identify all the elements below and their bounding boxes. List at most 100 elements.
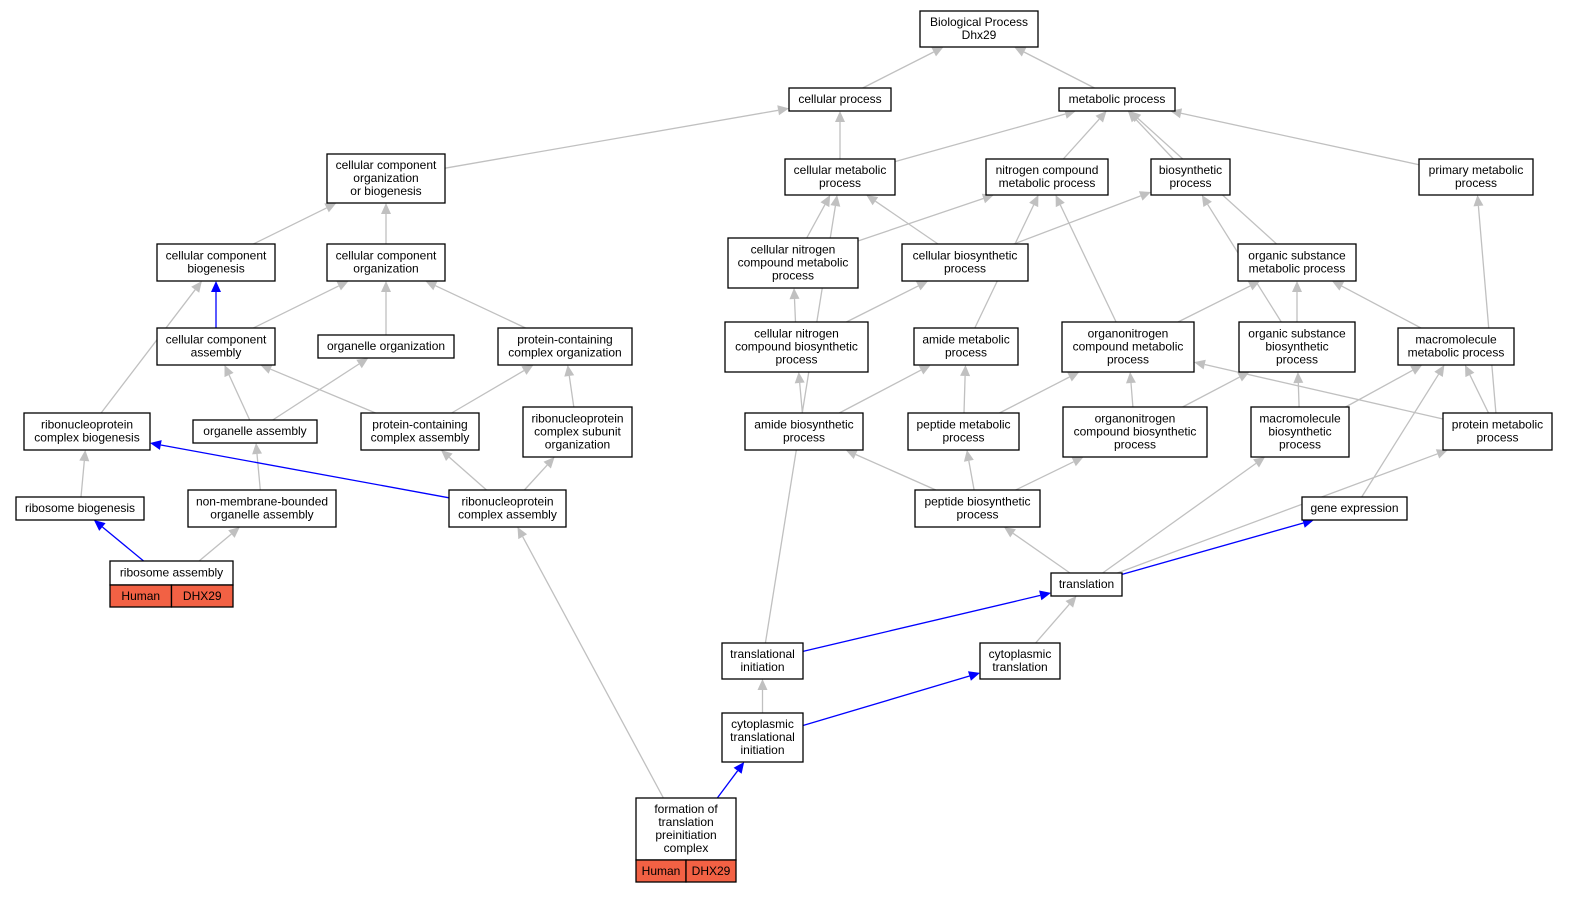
edge-pepbp-to-ocbp: [1015, 457, 1084, 491]
node-box: [727, 237, 859, 289]
edge-nmboa-to-oa: [252, 443, 262, 491]
node-label: process: [942, 431, 984, 445]
node-box: [1397, 327, 1515, 366]
go-term-node-ge[interactable]: gene expression: [1301, 496, 1408, 521]
arrowhead: [1332, 281, 1345, 291]
node-box: [326, 243, 446, 282]
edge-translation-to-mbp: [1102, 457, 1265, 574]
arrowhead: [789, 288, 800, 300]
arrowhead: [79, 450, 90, 462]
arrowhead: [1126, 372, 1136, 384]
node-label: metabolic process: [1249, 262, 1346, 276]
node-label: initiation: [740, 743, 784, 757]
go-term-node-oo[interactable]: organelle organization: [317, 334, 455, 359]
arrowhead: [336, 281, 349, 291]
node-label: complex assembly: [371, 431, 470, 445]
arrowhead: [1095, 111, 1107, 123]
node-label: metabolic process: [1069, 92, 1166, 106]
node-box: [1050, 572, 1123, 597]
node-label: cellular process: [798, 92, 881, 106]
go-term-node-translation[interactable]: translation: [1050, 572, 1123, 597]
node-box: [913, 327, 1019, 366]
node-label: preinitiation: [655, 828, 716, 842]
node-box: [724, 321, 869, 373]
arrowhead: [830, 195, 841, 207]
node-label: biogenesis: [187, 262, 244, 276]
go-term-node-ftpc[interactable]: formation oftranslationpreinitiationcomp…: [635, 797, 737, 883]
arrowhead: [1410, 365, 1423, 375]
node-label: process: [944, 262, 986, 276]
node-box: [901, 243, 1029, 282]
edge-ra-to-rbgen: [93, 520, 145, 562]
node-label: cellular metabolic: [794, 163, 887, 177]
node-label: complex subunit: [534, 425, 621, 439]
node-label: cellular component: [336, 158, 437, 172]
node-box: [497, 327, 633, 366]
node-label: cellular nitrogen: [751, 243, 836, 257]
edge-ge-to-mmp: [1361, 365, 1445, 498]
node-label: process: [1476, 431, 1518, 445]
edge-ftpc-to-rca: [517, 527, 664, 799]
go-term-node-oa[interactable]: organelle assembly: [192, 419, 318, 444]
node-label: protein-containing: [517, 333, 612, 347]
node-box: [317, 334, 455, 359]
node-box: [907, 412, 1020, 451]
go-term-node-cellular_process[interactable]: cellular process: [788, 87, 892, 112]
edge-translation-to-pepbp: [1004, 527, 1071, 574]
edge-ti-to-translation: [802, 590, 1051, 653]
node-box: [721, 712, 804, 763]
go-term-node-rbgen[interactable]: ribosome biogenesis: [15, 496, 145, 521]
node-box: [784, 158, 896, 196]
node-label: complex biogenesis: [34, 431, 139, 445]
node-label: complex organization: [508, 346, 621, 360]
node-label: compound biosynthetic: [735, 340, 858, 354]
arrowhead: [968, 671, 980, 681]
annotation-species: Human: [121, 589, 160, 603]
arrowhead: [960, 365, 971, 377]
edge-mbp-to-osbp: [1293, 372, 1304, 408]
edge-cca-to-cco: [253, 281, 349, 329]
edge-protmp-to-ocmp: [1194, 359, 1444, 420]
arrowhead: [381, 281, 391, 292]
node-label: formation of: [654, 802, 718, 816]
arrowhead: [1067, 372, 1080, 382]
node-label: primary metabolic: [1429, 163, 1524, 177]
node-label: non-membrane-bounded: [196, 495, 328, 509]
node-label: amide metabolic: [922, 333, 1009, 347]
go-term-node-metabolic_process[interactable]: metabolic process: [1058, 87, 1176, 112]
arrowhead: [931, 47, 944, 57]
